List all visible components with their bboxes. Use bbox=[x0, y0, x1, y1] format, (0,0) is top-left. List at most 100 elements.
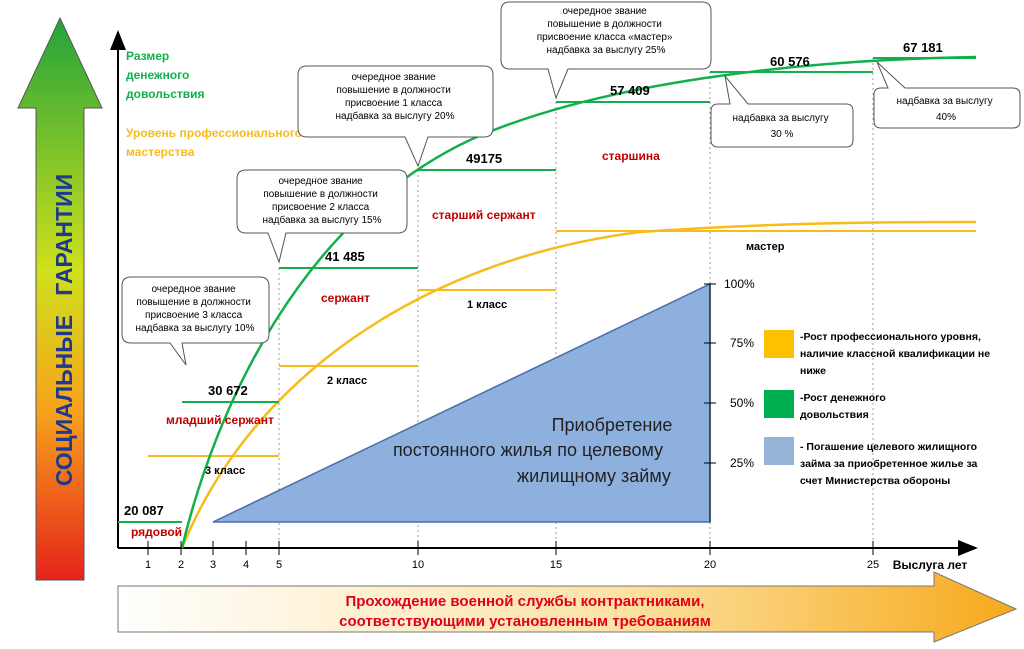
callout-2: очередное звание повышение в должности п… bbox=[236, 169, 408, 264]
prof-title-1: Уровень профессионального bbox=[126, 126, 302, 140]
rank-label-4: старшина bbox=[602, 149, 660, 163]
legend-prof-line-1: -Рост профессионального уровня, bbox=[800, 331, 981, 343]
legend-swatch-housing bbox=[764, 437, 794, 465]
callout-1-line-4: надбавка за выслугу 10% bbox=[136, 322, 255, 334]
prof-curve bbox=[180, 220, 977, 549]
callout-2-line-4: надбавка за выслугу 15% bbox=[263, 214, 382, 226]
housing-triangle: Приобретение постоянного жилья по целево… bbox=[212, 277, 755, 523]
callout-3-line-4: надбавка за выслугу 20% bbox=[336, 110, 455, 122]
prof-title-2: мастерства bbox=[126, 145, 195, 159]
pay-value-4: 57 409 bbox=[610, 83, 650, 98]
legend-prof-line-2: наличие классной квалификации не bbox=[800, 348, 990, 360]
x-tick-label-15: 15 bbox=[550, 559, 562, 571]
svg-text:очередное звание повышен: очередное звание повышение в должности п… bbox=[136, 284, 255, 334]
svg-text:очередное звание повышен: очередное звание повышение в должности п… bbox=[336, 72, 455, 122]
top-legend: Размер денежного довольствия Уровень про… bbox=[126, 49, 302, 159]
class-label-master: мастер bbox=[746, 241, 785, 253]
legend-housing-line-1: - Погашение целевого жилищного bbox=[800, 441, 977, 453]
pay-value-0: 20 087 bbox=[124, 503, 164, 518]
callout-5: надбавка за выслугу 30 % bbox=[710, 74, 854, 148]
triangle-text-1: Приобретение bbox=[552, 415, 673, 435]
callout-6-line-1: надбавка за выслугу bbox=[897, 95, 993, 107]
legend-housing-line-3: счет Министерства обороны bbox=[800, 475, 950, 487]
rank-label-2: сержант bbox=[321, 291, 370, 305]
bottom-banner-arrow: Прохождение военной службы контрактникам… bbox=[117, 571, 1018, 643]
prof-steps bbox=[148, 230, 976, 457]
x-tick-label-20: 20 bbox=[704, 559, 716, 571]
rank-label-1: младший сержант bbox=[166, 413, 274, 427]
callout-2-line-2: повышение в должности bbox=[263, 189, 378, 200]
svg-text:-Рост профессионального уровня: -Рост профессионального уровня, наличие … bbox=[800, 331, 993, 377]
legend-swatch-pay bbox=[764, 390, 794, 418]
x-tick-label-1: 1 bbox=[145, 559, 151, 571]
callout-2-line-3: присвоение 2 класса bbox=[272, 202, 370, 213]
callout-2-line-1: очередное звание bbox=[278, 176, 363, 187]
x-tick-label-4: 4 bbox=[243, 559, 249, 571]
triangle-text-3: жилищному займу bbox=[517, 466, 671, 486]
triangle-tick-label-100: 100% bbox=[724, 277, 755, 291]
legend-swatch-prof bbox=[764, 330, 794, 358]
svg-text:очередное звание повышен: очередное звание повышение в должности п… bbox=[263, 176, 382, 226]
rank-label-0: рядовой bbox=[131, 525, 182, 539]
pay-value-6: 67 181 bbox=[903, 40, 943, 55]
x-tick-label-5: 5 bbox=[276, 559, 282, 571]
callout-1-line-3: присвоение 3 класса bbox=[145, 310, 243, 321]
callout-1-line-2: повышение в должности bbox=[136, 297, 251, 308]
pay-title-1: Размер bbox=[126, 49, 169, 63]
svg-text:надбавка за выслугу 30 %: надбавка за выслугу 30 % bbox=[733, 112, 832, 140]
callout-5-line-2: 30 % bbox=[771, 129, 794, 140]
callout-5-line-1: надбавка за выслугу bbox=[733, 112, 829, 124]
x-tick-label-2: 2 bbox=[178, 559, 184, 571]
axes: Выслуга лет bbox=[110, 30, 978, 572]
pay-value-1: 30 672 bbox=[208, 383, 248, 398]
x-tick-labels: 1 2 3 4 5 10 15 20 25 bbox=[145, 559, 879, 571]
callout-3: очередное звание повышение в должности п… bbox=[297, 65, 494, 168]
callout-3-line-1: очередное звание bbox=[351, 72, 436, 83]
rank-labels: рядовой младший сержант сержант старший … bbox=[131, 149, 660, 539]
callout-1-line-1: очередное звание bbox=[151, 284, 236, 295]
triangle-text-2: постоянного жилья по целевому bbox=[393, 440, 663, 460]
pay-title-2: денежного bbox=[126, 68, 189, 82]
callout-4-line-1: очередное звание bbox=[562, 6, 647, 17]
class-labels: 3 класс 2 класс 1 класс мастер bbox=[205, 241, 785, 477]
pay-value-2: 41 485 bbox=[325, 249, 365, 264]
svg-text:- Погашение целевого жилищног: - Погашение целевого жилищного займа за … bbox=[800, 441, 980, 487]
pay-title-3: довольствия bbox=[126, 87, 205, 101]
pay-value-3: 49175 bbox=[466, 151, 502, 166]
class-label-2: 2 класс bbox=[327, 375, 367, 387]
callout-6-line-2: 40% bbox=[936, 112, 956, 123]
legend-pay-line-2: довольствия bbox=[800, 409, 869, 421]
side-arrow-label: СОЦИАЛЬНЫЕ ГАРАНТИИ bbox=[51, 174, 77, 486]
banner-line-1: Прохождение военной службы контрактникам… bbox=[345, 593, 704, 610]
legend-housing-line-2: займа за приобретенное жилье за bbox=[800, 458, 978, 470]
svg-text:надбавка за выслугу 40%: надбавка за выслугу 40% bbox=[897, 95, 996, 123]
triangle-tick-label-50: 50% bbox=[730, 396, 754, 410]
callout-4-line-4: надбавка за выслугу 25% bbox=[547, 44, 666, 56]
class-label-1: 1 класс bbox=[467, 299, 507, 311]
pay-values: 20 087 30 672 41 485 49175 57 409 60 576… bbox=[124, 40, 943, 518]
pay-curve bbox=[180, 55, 977, 549]
right-legend: -Рост профессионального уровня, наличие … bbox=[764, 330, 993, 487]
triangle-tick-label-25: 25% bbox=[730, 456, 754, 470]
callout-3-line-3: присвоение 1 класса bbox=[345, 98, 443, 109]
svg-text:очередное звание повышен: очередное звание повышение в должности п… bbox=[537, 6, 676, 56]
rank-label-3: старший сержант bbox=[432, 208, 536, 222]
callout-3-line-2: повышение в должности bbox=[336, 85, 451, 96]
legend-pay-line-1: -Рост денежного bbox=[800, 392, 886, 404]
pay-value-5: 60 576 bbox=[770, 54, 810, 69]
callout-4-line-2: повышение в должности bbox=[547, 19, 662, 30]
x-axis-title: Выслуга лет bbox=[893, 558, 968, 572]
callout-4-line-3: присвоение класса «мастер» bbox=[537, 32, 673, 43]
triangle-tick-label-75: 75% bbox=[730, 336, 754, 350]
triangle-shape bbox=[212, 282, 711, 523]
x-tick-label-3: 3 bbox=[210, 559, 216, 571]
class-label-3: 3 класс bbox=[205, 465, 245, 477]
callout-6: надбавка за выслугу 40% bbox=[873, 61, 1021, 129]
x-tick-label-10: 10 bbox=[412, 559, 424, 571]
callout-1: очередное звание повышение в должности п… bbox=[121, 276, 270, 366]
callout-4: очередное звание повышение в должности п… bbox=[500, 1, 712, 100]
banner-line-2: соответствующими установленным требовани… bbox=[339, 613, 711, 630]
legend-prof-line-3: ниже bbox=[800, 365, 826, 377]
